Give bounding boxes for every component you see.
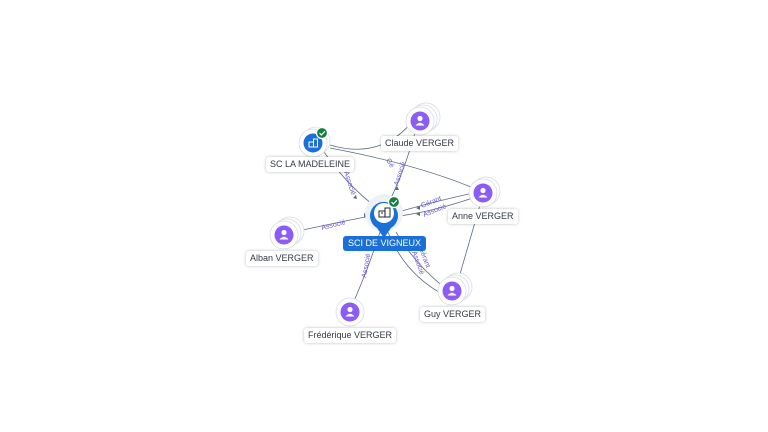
nodes <box>269 102 501 327</box>
verified-badge <box>387 195 401 209</box>
building-icon <box>378 207 391 218</box>
node-label-claude[interactable]: Claude VERGER <box>381 136 459 151</box>
verified-badge <box>315 126 329 140</box>
person-icon <box>345 313 355 317</box>
node-label-anne[interactable]: Anne VERGER <box>448 209 518 224</box>
node-label-frederique[interactable]: Frédérique VERGER <box>304 328 397 343</box>
node-madeleine[interactable] <box>298 126 331 158</box>
check-icon <box>391 199 398 205</box>
node-claude[interactable] <box>405 102 441 136</box>
node-frederique[interactable] <box>335 297 365 327</box>
person-icon-head <box>480 187 486 194</box>
arrow-anne <box>416 206 420 210</box>
node-guy[interactable] <box>437 272 473 306</box>
edge-label-claude-1: Gé <box>384 158 395 170</box>
person-icon <box>279 236 289 240</box>
edge-label-frederique: Associé <box>361 253 372 278</box>
node-label-guy[interactable]: Guy VERGER <box>420 307 486 322</box>
person-icon-head <box>347 306 353 313</box>
person-icon-head <box>449 285 455 292</box>
edge-madeleine-claude <box>329 121 413 150</box>
edge-madeleine-anne <box>329 147 479 191</box>
check-icon <box>319 130 326 136</box>
arrow-madeleine <box>353 195 357 199</box>
building-icon <box>308 138 318 148</box>
center-node-label[interactable]: SCI DE VIGNEUX <box>343 236 427 251</box>
person-icon <box>478 194 488 198</box>
node-alban[interactable] <box>269 216 305 250</box>
arrow-anne-2 <box>416 212 420 216</box>
node-label-alban[interactable]: Alban VERGER <box>246 251 318 266</box>
edge-label-madeleine: Associé <box>342 170 356 196</box>
arrow-claude <box>395 186 399 190</box>
center-node[interactable] <box>365 194 403 238</box>
person-icon-head <box>417 115 423 122</box>
node-anne[interactable] <box>468 176 501 208</box>
node-label-madeleine[interactable]: SC LA MADELEINE <box>266 157 355 172</box>
person-icon <box>447 292 457 296</box>
person-icon-head <box>281 229 287 236</box>
person-icon <box>415 122 425 126</box>
edge-label-alban: Associé <box>321 219 347 232</box>
